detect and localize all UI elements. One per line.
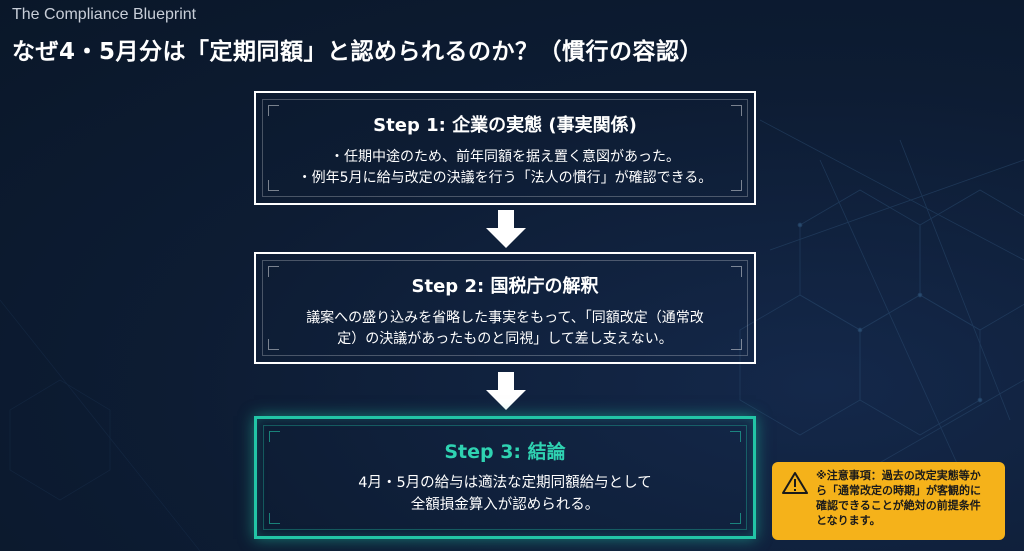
step-3-box: Step 3: 結論 4月・5月の給与は適法な定期同額給与として 全額損金算入が… xyxy=(254,416,756,539)
arrow-down-icon xyxy=(486,210,526,248)
corner-mark xyxy=(269,513,280,524)
step-1-line-1: ・任期中途のため、前年同額を据え置く意図があった。 xyxy=(330,149,680,165)
step-1-body: ・任期中途のため、前年同額を据え置く意図があった。 ・例年5月に給与改定の決議を… xyxy=(256,147,754,189)
step-3-line-1: 4月・5月の給与は適法な定期同額給与として xyxy=(358,475,652,491)
step-3-title: Step 3: 結論 xyxy=(444,441,566,463)
step-3-inner-frame xyxy=(263,425,747,530)
step-1-title: Step 1: 企業の実態 (事実関係) xyxy=(373,115,637,136)
step-2-title: Step 2: 国税庁の解釈 xyxy=(411,276,599,297)
step-2-box: Step 2: 国税庁の解釈 議案への盛り込みを省略した事実をもって、「同額改定… xyxy=(254,252,756,364)
note-line-4: となります。 xyxy=(816,514,881,527)
arrow-down-icon xyxy=(486,372,526,410)
step-3-body: 4月・5月の給与は適法な定期同額給与として 全額損金算入が認められる。 xyxy=(257,472,753,516)
corner-mark xyxy=(268,339,279,350)
note-line-1: ※注意事項：過去の改定実態等か xyxy=(816,469,981,482)
corner-mark xyxy=(731,105,742,116)
step-1-inner-frame xyxy=(262,99,748,197)
corner-mark xyxy=(268,105,279,116)
warning-icon xyxy=(782,472,808,494)
page-title: なぜ4・5月分は「定期同額」と認められるのか？（慣行の容認） xyxy=(12,39,704,65)
corner-mark xyxy=(730,513,741,524)
step-1-line-2: ・例年5月に給与改定の決議を行う「法人の慣行」が確認できる。 xyxy=(297,170,713,186)
note-line-3: 確認できることが絶対の前提条件 xyxy=(816,499,981,512)
step-2-inner-frame xyxy=(262,260,748,356)
corner-mark xyxy=(268,180,279,191)
step-2-body: 議案への盛り込みを省略した事実をもって、「同額改定（通常改 定）の決議があったも… xyxy=(256,308,754,350)
step-2-line-1: 議案への盛り込みを省略した事実をもって、「同額改定（通常改 xyxy=(306,310,704,326)
corner-mark xyxy=(268,266,279,277)
step-1-box: Step 1: 企業の実態 (事実関係) ・任期中途のため、前年同額を据え置く意… xyxy=(254,91,756,205)
corner-mark xyxy=(731,266,742,277)
corner-mark xyxy=(730,431,741,442)
note-line-2: ら「通常改定の時期」が客観的に xyxy=(816,484,981,497)
caution-note: ※注意事項：過去の改定実態等か ら「通常改定の時期」が客観的に 確認できることが… xyxy=(772,462,1005,540)
step-2-line-2: 定）の決議があったものと同視」して差し支えない。 xyxy=(337,331,673,347)
brand-label: The Compliance Blueprint xyxy=(12,6,197,23)
corner-mark xyxy=(731,180,742,191)
step-3-line-2: 全額損金算入が認められる。 xyxy=(410,497,600,513)
corner-mark xyxy=(731,339,742,350)
corner-mark xyxy=(269,431,280,442)
